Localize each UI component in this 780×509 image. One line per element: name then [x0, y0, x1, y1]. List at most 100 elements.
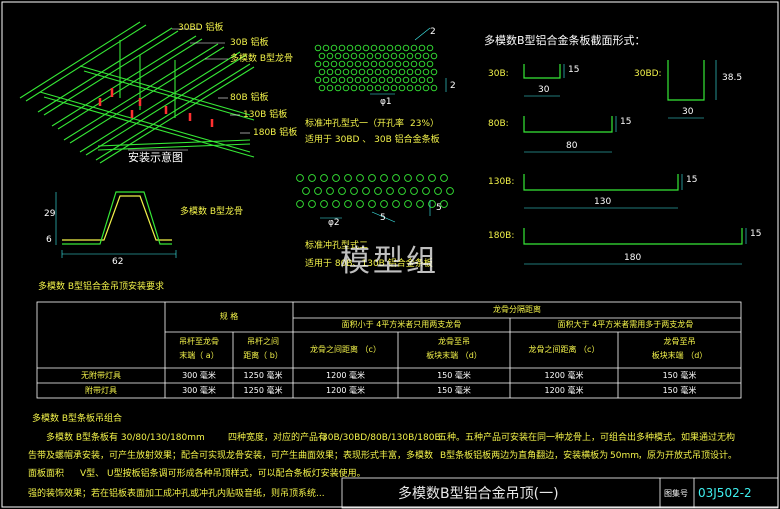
perforation-hole — [318, 68, 326, 76]
sec-30bd-h: 38.5 — [722, 73, 743, 83]
perf-b-note1: 标准冲孔型式二 — [305, 241, 369, 251]
perforation-hole — [392, 200, 400, 208]
notes-l4: 强的装饰效果；若在铝板表面加工成冲孔或冲孔内贴吸音纸，则吊顶系统... — [28, 489, 325, 499]
table-keel-spacing: 龙骨分隔距离 — [493, 305, 541, 314]
perforation-hole — [296, 200, 304, 208]
perforation-hole — [344, 200, 352, 208]
perforation-hole — [366, 52, 374, 60]
perforation-hole — [410, 76, 418, 84]
perforation-hole — [346, 44, 354, 52]
perforation-hole — [346, 76, 354, 84]
notes-l3a: 面板面积 — [28, 469, 65, 479]
perforation-hole — [398, 84, 406, 92]
notes-l2b: B型条板铝板两边为直角翻边，安装横板为 — [440, 451, 609, 461]
table-c4b: 板块末端 （d） — [426, 351, 482, 360]
perforation-hole — [440, 200, 448, 208]
perforation-hole — [370, 60, 378, 68]
perforation-hole — [326, 52, 334, 60]
perforation-hole — [386, 60, 394, 68]
perforation-hole — [392, 174, 400, 182]
perforation-hole — [338, 76, 346, 84]
perforation-hole — [334, 68, 342, 76]
perforation-hole — [434, 187, 442, 195]
table-c1b: 末端（ a） — [179, 351, 219, 360]
perforation-hole — [354, 76, 362, 84]
sec-30bd-w: 30 — [682, 107, 694, 117]
sec-80b-h: 15 — [620, 117, 632, 127]
section-profiles — [523, 60, 743, 245]
perforation-hole — [416, 200, 424, 208]
sec-30b-h: 15 — [568, 65, 580, 75]
perforation-hole — [378, 44, 386, 52]
perforation-hole — [428, 200, 436, 208]
perforation-hole — [362, 44, 370, 52]
perforation-hole — [350, 187, 358, 195]
perforation-hole — [342, 84, 350, 92]
table-c2a: 吊杆之间 — [247, 337, 279, 346]
perforation-hole — [362, 76, 370, 84]
perf-a-dim3: 2 — [450, 81, 456, 91]
perforation-hole — [422, 187, 430, 195]
perforation-b-dims — [320, 200, 431, 223]
label-80b: 80B 铝板 — [230, 93, 269, 103]
sec-130b-name: 130B: — [488, 177, 515, 187]
perf-a-note1: 标准冲孔型式一（开孔率 — [305, 119, 405, 129]
section-dims — [524, 60, 747, 265]
perforation-hole — [402, 60, 410, 68]
perforation-hole — [370, 44, 378, 52]
perforation-hole — [296, 174, 304, 182]
sec-80b-w: 80 — [566, 141, 578, 151]
perforation-hole — [394, 60, 402, 68]
perforation-hole — [326, 84, 334, 92]
perforation-hole — [430, 52, 438, 60]
perforation-hole — [330, 76, 338, 84]
perforation-hole — [386, 44, 394, 52]
table-c3: 龙骨之间距离 （c） — [310, 345, 381, 354]
sec-30b-name: 30B: — [488, 69, 509, 79]
sec-130b-h: 15 — [686, 175, 698, 185]
table-cell: 150 毫米 — [662, 386, 697, 395]
watermark: 模型组 — [340, 244, 439, 279]
table-c5: 龙骨之间距离 （c） — [528, 345, 600, 354]
table-cell: 150 毫米 — [662, 371, 697, 380]
perforation-hole — [330, 60, 338, 68]
perforation-hole — [326, 68, 334, 76]
perforation-hole — [386, 187, 394, 195]
notes-l2d: ，原为开放式吊顶设计。 — [638, 451, 738, 461]
install-sketch-accents — [98, 88, 214, 127]
atlas-number-label: 图集号 — [664, 489, 688, 498]
perforation-hole — [398, 68, 406, 76]
table-c6b: 板块末端 （d） — [651, 351, 708, 360]
keel-dim-6: 6 — [46, 235, 52, 245]
keel-dim-29: 29 — [44, 209, 56, 219]
perforation-hole — [380, 200, 388, 208]
perforation-hole — [410, 44, 418, 52]
title-block — [341, 477, 779, 509]
perforation-hole — [350, 84, 358, 92]
table-cell: 1200 毫米 — [326, 371, 365, 380]
notes-l2c: 50mm — [610, 451, 639, 461]
perforation-hole — [302, 187, 310, 195]
perforation-hole — [422, 84, 430, 92]
table-cell: 300 毫米 — [182, 371, 216, 380]
label-30b: 30B 铝板 — [230, 38, 269, 48]
perf-b-dim3: 5 — [436, 203, 442, 213]
keel-label: 多模数 B型龙骨 — [180, 207, 244, 217]
perf-b-dia: φ2 — [328, 218, 340, 228]
perforation-hole — [374, 68, 382, 76]
label-30bd: 30BD 铝板 — [178, 23, 224, 33]
perforation-hole — [410, 60, 418, 68]
perforation-hole — [404, 200, 412, 208]
perforation-hole — [390, 84, 398, 92]
table-cell: 150 毫米 — [437, 386, 471, 395]
perforation-hole — [332, 174, 340, 182]
perforation-hole — [314, 76, 322, 84]
table-c2b: 距离（ b） — [243, 351, 283, 360]
perforation-hole — [410, 187, 418, 195]
perforation-hole — [414, 68, 422, 76]
perforation-hole — [422, 68, 430, 76]
perforation-hole — [320, 200, 328, 208]
table-cell: 150 毫米 — [437, 371, 471, 380]
perforation-hole — [374, 187, 382, 195]
